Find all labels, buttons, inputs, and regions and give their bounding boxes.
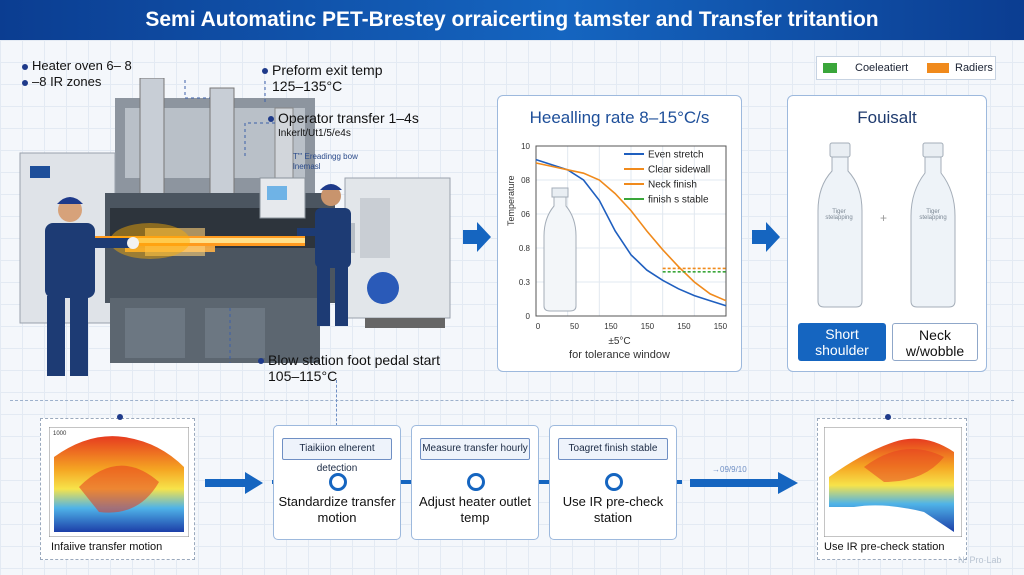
step-2-node — [467, 473, 485, 491]
callout-operator-line2: Inkerlt/Ut1/5/e4s — [278, 128, 351, 139]
callout-preform: Preform exit temp 125–135°C — [262, 62, 382, 94]
legend-label-2: Radiers — [955, 62, 993, 74]
chart-y-tick-label: 0.8 — [519, 244, 531, 253]
arrow-right-icon-2 — [752, 222, 780, 252]
step-1-node — [329, 473, 347, 491]
watermark: N: Pro·Lab — [958, 555, 1002, 565]
bottle-2-label-b: stelapping — [919, 215, 947, 221]
arrow-right-flow-icon — [690, 472, 798, 494]
callout-blow-line2: 105–115°C — [268, 368, 338, 384]
step-2-chip: Measure transfer hourly — [420, 438, 530, 460]
machine-note-line2: lnemasl — [293, 162, 321, 171]
chart-legend-label: Neck finish — [648, 180, 697, 191]
heatmap-left-panel: 1000 Infaiive transfer motion — [40, 418, 195, 560]
chart-ylabel: Temperature — [506, 175, 516, 226]
chart-legend-label: Clear sidewall — [648, 165, 710, 176]
worker-left — [45, 197, 139, 376]
legend-label-1: Coeleatiert — [855, 62, 909, 74]
bottle-2-label: Tiger — [926, 209, 940, 215]
worker-right — [297, 184, 351, 326]
chart-x-tick-label: 0 — [536, 322, 541, 331]
arrow-left-flow-icon — [205, 472, 263, 494]
chart-y-tick-label: 0 — [526, 312, 531, 321]
chart-panel-title: Heealling rate 8–15°C/s — [529, 108, 710, 127]
short-shoulder-button[interactable]: Short shoulder — [798, 323, 886, 361]
marker-dot-2 — [885, 414, 891, 420]
chart-x-tick-label: 150 — [677, 322, 691, 331]
chart-xnote-2: for tolerance window — [569, 349, 670, 361]
chart-y-tick-label: 10 — [521, 142, 530, 151]
page-title: Semi Automatinc PET-Brestey orraicerting… — [0, 0, 1024, 40]
heatmap-right-panel: Use IR pre-check station — [817, 418, 967, 560]
bottle-2-icon — [910, 142, 956, 308]
step-3-label: Use IR pre-check station — [562, 494, 664, 525]
chart-x-tick-label: 50 — [570, 322, 579, 331]
legend-swatch-orange — [927, 63, 949, 73]
machine-illustration — [19, 78, 451, 376]
chart-y-tick-label: 08 — [521, 176, 530, 185]
step-2-label: Adjust heater outlet temp — [418, 494, 532, 525]
machine-note-line1: T"' Ereadingg bow — [293, 152, 358, 161]
arrow-right-icon — [463, 222, 491, 252]
step-1-chip: Tiaikiion elnerent detection — [282, 438, 392, 474]
chart-frame — [535, 145, 727, 317]
leader-line — [336, 380, 337, 426]
legend: Coeleatiert Radiers — [816, 56, 996, 80]
step-3-node — [605, 473, 623, 491]
bottle-1-label: Tiger — [832, 209, 846, 215]
step-3-chip: Toagret finish stable — [558, 438, 668, 460]
legend-swatch-green — [823, 63, 837, 73]
callout-preform-line2: 125–135°C — [272, 78, 343, 94]
step-2[interactable]: Measure transfer hourly Adjust heater ou… — [411, 425, 539, 540]
machine-note: T"' Ereadingg bow lnemasl — [293, 152, 358, 172]
chart-bottle-cap-icon — [551, 187, 569, 198]
chart-y-tick-label: 0.3 — [519, 278, 531, 287]
callout-heater: Heater oven 6– 8 –8 IR zones — [22, 58, 132, 90]
step-1[interactable]: Tiaikiion elnerent detection Standardize… — [273, 425, 401, 540]
chart-bottle-icon — [543, 195, 577, 312]
neck-wobble-button[interactable]: Neck w/wobble — [892, 323, 978, 361]
chart-x-tick-label: 150 — [714, 322, 728, 331]
callout-operator-line1: Operator transfer 1–4s — [278, 110, 419, 126]
heat-scale-top: 1000 — [53, 431, 67, 437]
result-panel: Fouisalt Tiger stelapping + Tiger stelap… — [787, 95, 987, 372]
chart-x-tick-label: 150 — [604, 322, 618, 331]
callout-heater-line2: –8 IR zones — [32, 74, 102, 89]
right-arrow-note: →09/9/10 — [712, 465, 747, 474]
step-1-label: Standardize transfer motion — [278, 494, 396, 525]
callout-blow-station: Blow station foot pedal start 105–115°C — [258, 352, 440, 384]
left-caption: Infaiive transfer motion — [51, 541, 163, 553]
heatmap-right — [824, 427, 962, 537]
chart-legend-label: Even stretch — [648, 150, 704, 161]
result-panel-title: Fouisalt — [857, 108, 917, 127]
chart-x-tick-label: 150 — [641, 322, 655, 331]
callout-operator: Operator transfer 1–4s Inkerlt/Ut1/5/e4s — [268, 110, 419, 142]
step-3[interactable]: Toagret finish stable Use IR pre-check s… — [549, 425, 677, 540]
marker-dot — [117, 414, 123, 420]
bottle-1-label-b: stelapping — [825, 215, 853, 221]
chart-legend-label: finish s stable — [648, 195, 709, 206]
callout-blow-line1: Blow station foot pedal start — [268, 352, 440, 368]
chart-y-tick-label: 06 — [521, 210, 530, 219]
right-caption: Use IR pre-check station — [824, 541, 945, 553]
callout-heater-line1: Heater oven 6– 8 — [32, 58, 132, 73]
chart-xnote-1: ±5°C — [608, 336, 631, 347]
section-divider — [10, 400, 1014, 401]
callout-preform-line1: Preform exit temp — [272, 62, 383, 78]
plus-sign: + — [880, 211, 888, 225]
chart-svg: 10 08 06 0.8 0.3 00 50 150 150 150 150 Even stretch… — [519, 142, 728, 331]
bottle-1-icon — [817, 142, 863, 308]
chart-series-line — [535, 162, 727, 302]
heatmap-left — [49, 427, 189, 537]
